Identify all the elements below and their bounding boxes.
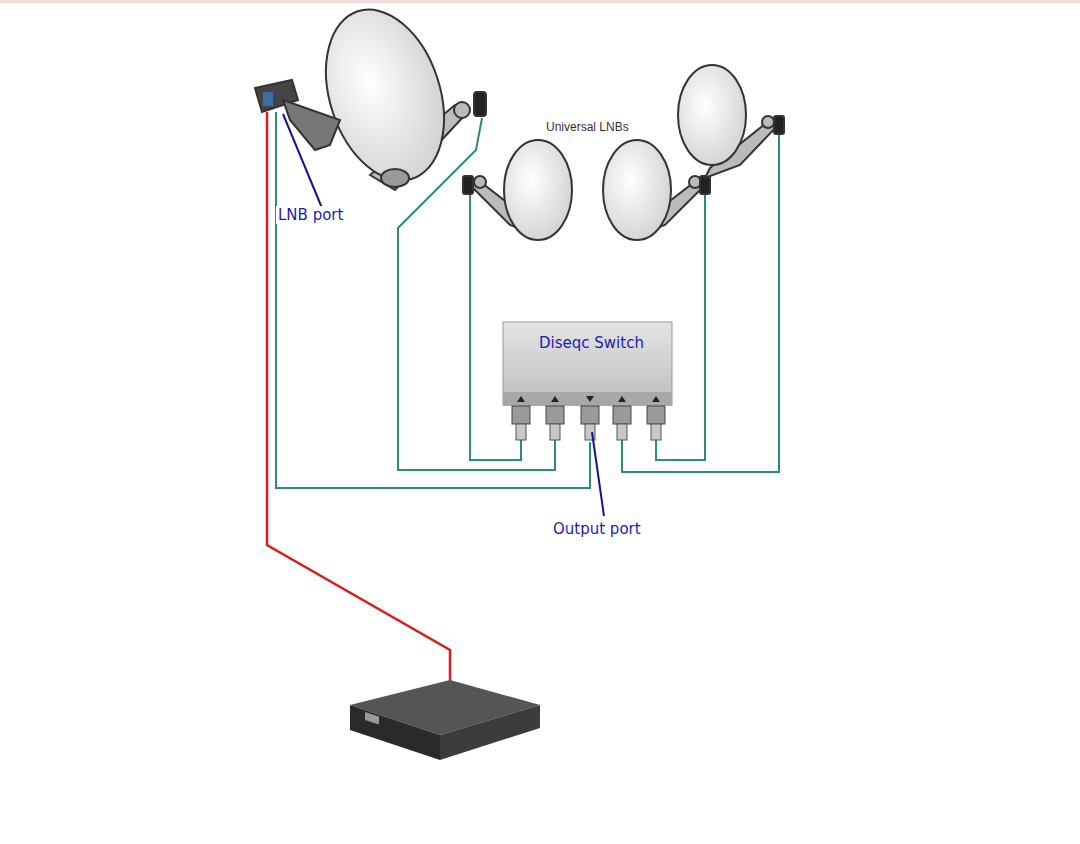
receiver-cable xyxy=(267,112,450,690)
port-nut xyxy=(613,406,631,424)
port-nut xyxy=(581,406,599,424)
coax-cables xyxy=(276,112,779,488)
port-thread xyxy=(617,424,627,440)
leader-lines xyxy=(283,114,604,516)
f-connectors xyxy=(512,396,665,440)
switch-body xyxy=(503,322,672,406)
port-arrow xyxy=(551,396,559,402)
receiver-box xyxy=(350,680,540,760)
port-arrow xyxy=(618,396,626,402)
port-thread xyxy=(651,424,661,440)
main-dish xyxy=(255,0,486,196)
port-arrow xyxy=(517,396,525,402)
callout-label: LNB port xyxy=(276,206,345,224)
top-band xyxy=(0,0,1080,3)
port-arrow xyxy=(586,396,594,402)
port-arrow xyxy=(652,396,660,402)
group-label: Universal LNBs xyxy=(544,120,631,134)
port-nut xyxy=(647,406,665,424)
switch-box: Diseqc Switch xyxy=(503,322,672,392)
port-thread xyxy=(516,424,526,440)
callout-label: Output port xyxy=(551,520,643,538)
port-nut xyxy=(512,406,530,424)
small-dishes xyxy=(463,65,784,240)
switch-label: Diseqc Switch xyxy=(539,334,662,352)
port-nut xyxy=(546,406,564,424)
port-thread xyxy=(550,424,560,440)
